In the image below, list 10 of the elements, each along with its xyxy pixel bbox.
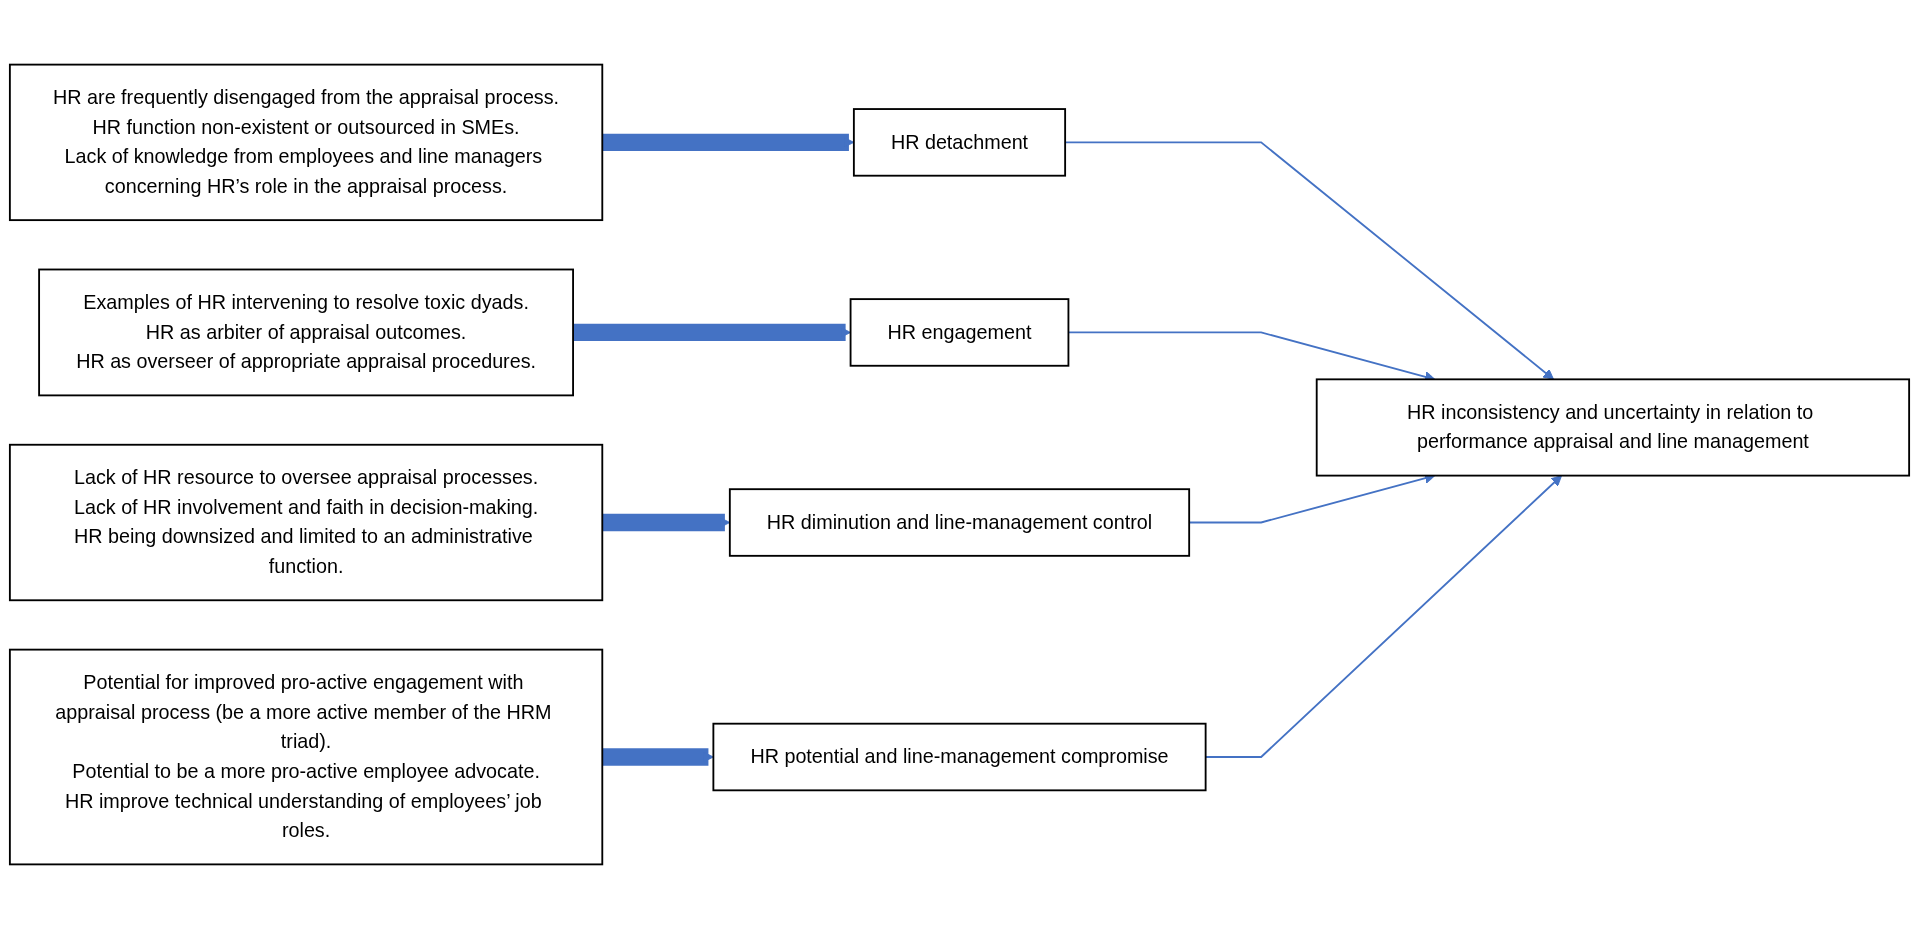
arrow bbox=[602, 748, 714, 766]
node-box: HR diminution and line-management control bbox=[728, 488, 1191, 557]
node-box: HR inconsistency and uncertainty in relation to performance appraisal and line management bbox=[1315, 378, 1911, 477]
node-box: Examples of HR intervening to resolve toxic dyads. HR as arbiter of appraisal outcomes. HR as overseer of appropriate appraisal procedures. bbox=[38, 268, 574, 397]
node-box: HR detachment bbox=[852, 108, 1067, 177]
node-box: Potential for improved pro-active engagement with appraisal process (be a more active member of the HRM triad). Potential to be a more pro-active employee advocate. HR improve technical understanding of employees’ job roles. bbox=[8, 648, 604, 866]
node-box: HR engagement bbox=[849, 298, 1070, 367]
node-box: HR are frequently disengaged from the appraisal process. HR function non-existent or outsourced in SMEs. Lack of knowledge from employees and line managers concerning HR’s role in the appraisal process. bbox=[8, 63, 604, 222]
node-box: HR potential and line-management compromise bbox=[712, 722, 1207, 792]
node-box: Lack of HR resource to oversee appraisal processes. Lack of HR involvement and faith in decision-making. HR being downsized and limited to an administrative function. bbox=[8, 443, 604, 602]
